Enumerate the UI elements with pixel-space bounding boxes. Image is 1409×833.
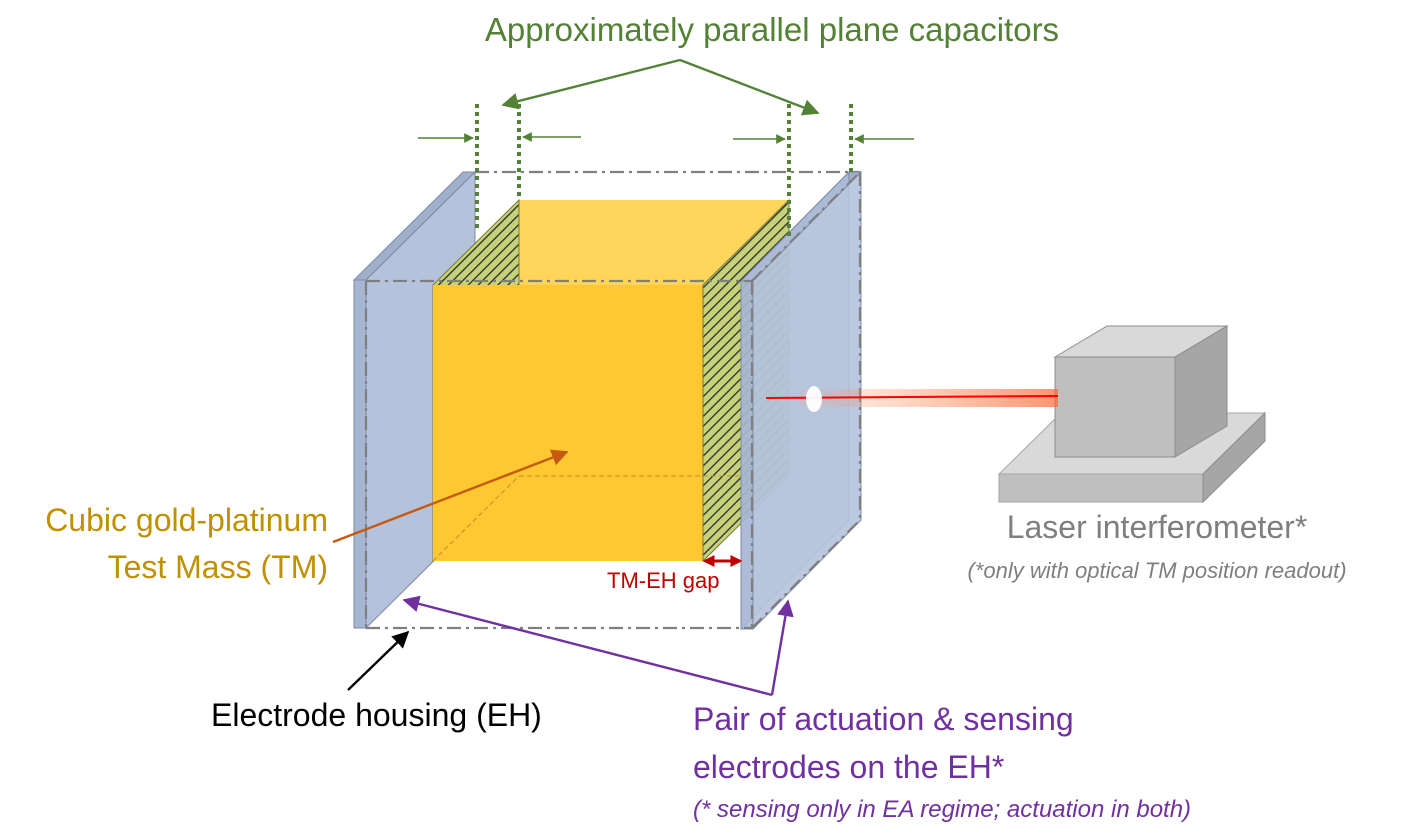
capacitors-label: Approximately parallel plane capacitors — [485, 11, 1059, 48]
right-electrode — [739, 170, 863, 631]
laser-note: (*only with optical TM position readout) — [967, 558, 1346, 583]
capacitor-pointer-arrows — [501, 58, 820, 116]
electrode-pointers — [402, 595, 794, 697]
laser-beam — [765, 386, 1059, 412]
capacitor-dimension-arrows — [418, 132, 914, 144]
capacitor-gap-markers — [475, 104, 853, 236]
housing-pointer — [347, 630, 410, 691]
test-mass-pointer — [332, 449, 569, 544]
test-mass-label-line1: Cubic gold-platinum — [45, 502, 328, 538]
housing-label: Electrode housing (EH) — [211, 697, 542, 733]
gap-label: TM-EH gap — [607, 568, 719, 593]
laser-interferometer — [997, 325, 1267, 504]
electrodes-label-line1: Pair of actuation & sensing — [693, 701, 1074, 737]
housing-front-outline — [364, 171, 862, 630]
test-mass-label-line2: Test Mass (TM) — [108, 549, 328, 585]
test-mass — [432, 198, 790, 563]
electrodes-note: (* sensing only in EA regime; actuation … — [693, 796, 1191, 823]
laser-label: Laser interferometer* — [1007, 509, 1308, 545]
electrodes-label-line2: electrodes on the EH* — [693, 749, 1004, 785]
